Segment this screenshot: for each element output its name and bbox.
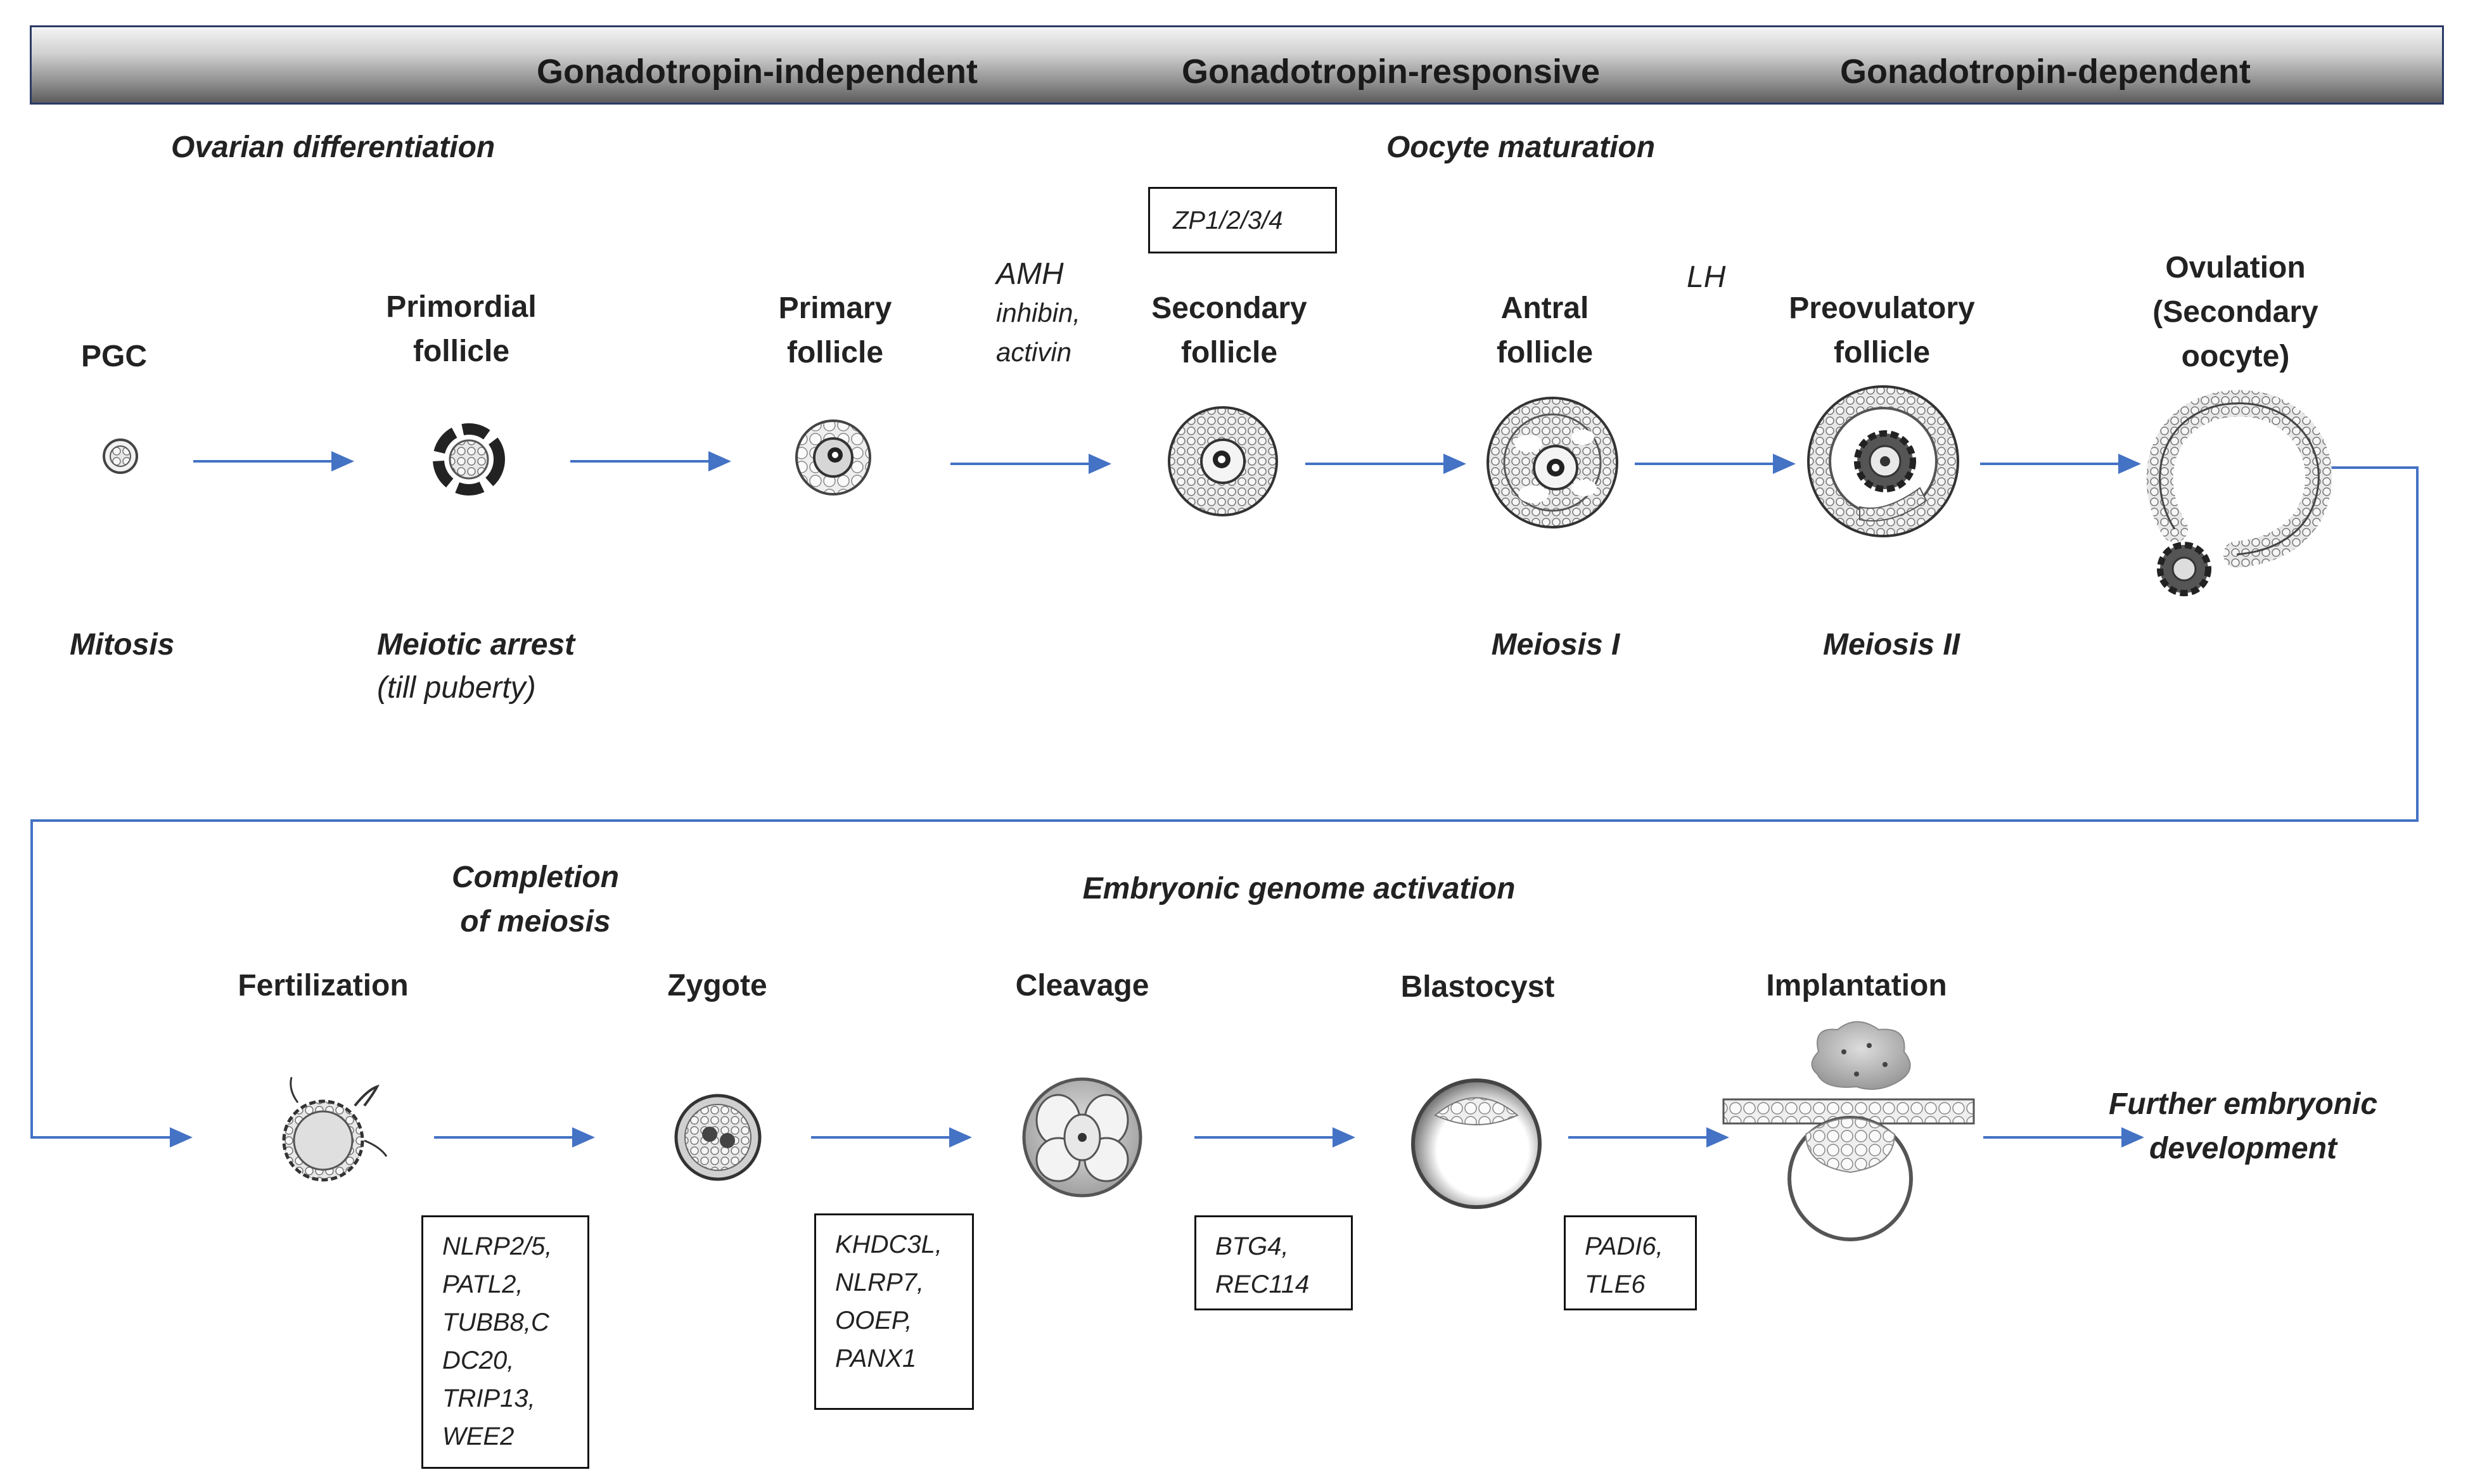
gene-trip13: TRIP13, xyxy=(442,1385,535,1412)
phase-label-independent: Gonadotropin-independent xyxy=(537,53,978,91)
stage-ovulation-line1: Ovulation xyxy=(2165,251,2306,285)
antral-follicle-image xyxy=(1487,397,1618,528)
pgc-cell-image xyxy=(103,438,138,474)
lh-label: LH xyxy=(1687,260,1726,294)
secondary-follicle-image xyxy=(1168,406,1278,516)
gene-rec114: REC114 xyxy=(1215,1270,1310,1298)
mitosis-label: Mitosis xyxy=(70,628,175,662)
gene-box-zygote: KHDC3L, NLRP7, OOEP, PANX1 xyxy=(814,1213,974,1410)
gene-padi6: PADI6, xyxy=(1585,1232,1663,1260)
gene-patl2: PATL2, xyxy=(442,1270,523,1298)
top-row-arrows xyxy=(193,451,2141,474)
stage-zygote-label: Zygote xyxy=(667,969,767,1002)
ovarian-differentiation-label: Ovarian differentiation xyxy=(171,131,496,164)
stage-implantation-label: Implantation xyxy=(1766,969,1947,1002)
primary-follicle-image xyxy=(795,419,871,496)
ovulation-image xyxy=(2146,390,2332,596)
gene-tle6: TLE6 xyxy=(1585,1270,1646,1298)
inhibin-label: inhibin, xyxy=(996,298,1081,328)
gene-nlrp25: NLRP2/5, xyxy=(442,1232,553,1260)
gene-cdc20: DC20, xyxy=(442,1346,515,1374)
stage-antral-line2: follicle xyxy=(1496,336,1594,369)
gene-box-zp: ZP1/2/3/4 xyxy=(1148,187,1337,253)
gene-ooep: OOEP, xyxy=(835,1307,912,1334)
stage-cleavage-label: Cleavage xyxy=(1015,969,1149,1002)
phase-header-bar xyxy=(30,25,2444,105)
gene-tubb8: TUBB8,C xyxy=(442,1308,549,1336)
further-development-label: Further embryonic development xyxy=(2109,1082,2377,1171)
gene-box-blastocyst: PADI6, TLE6 xyxy=(1564,1215,1697,1310)
activin-label: activin xyxy=(996,337,1072,367)
stage-secondary-line1: Secondary xyxy=(1151,291,1307,325)
completion-of-meiosis-label: Completion of meiosis xyxy=(452,855,619,944)
stage-preovulatory-line2: follicle xyxy=(1833,336,1931,369)
cleavage-image xyxy=(1022,1077,1142,1198)
stage-preovulatory-label: Preovulatory follicle xyxy=(1789,286,1974,375)
stage-preovulatory-line1: Preovulatory xyxy=(1789,291,1975,325)
stage-secondary-line2: follicle xyxy=(1180,336,1278,369)
embryonic-genome-activation-label: Embryonic genome activation xyxy=(1082,872,1516,905)
gene-box-zp-text: ZP1/2/3/4 xyxy=(1173,207,1283,234)
gene-nlrp7: NLRP7, xyxy=(835,1269,924,1296)
stage-primordial-line2: follicle xyxy=(412,335,510,368)
till-puberty-label: (till puberty) xyxy=(377,671,536,705)
stage-blastocyst-label: Blastocyst xyxy=(1400,970,1555,1004)
stage-ovulation-line3: oocyte) xyxy=(2181,340,2290,373)
stage-fertilization-label: Fertilization xyxy=(238,969,409,1002)
phase-label-responsive: Gonadotropin-responsive xyxy=(1181,53,1601,91)
phase-label-dependent: Gonadotropin-dependent xyxy=(1840,53,2251,91)
stage-antral-line1: Antral xyxy=(1500,291,1589,325)
blastocyst-image xyxy=(1411,1078,1542,1209)
further-line2: development xyxy=(2149,1132,2337,1165)
completion-line2: of meiosis xyxy=(460,905,611,938)
further-line1: Further embryonic xyxy=(2108,1087,2378,1121)
stage-ovulation-label: Ovulation (Secondary oocyte) xyxy=(2152,246,2318,379)
amh-label: AMH xyxy=(996,257,1064,291)
stage-primary-label: Primary follicle xyxy=(779,286,892,375)
implantation-image xyxy=(1722,1021,1975,1241)
primordial-follicle-image xyxy=(433,423,505,496)
oocyte-maturation-label: Oocyte maturation xyxy=(1386,131,1656,164)
gene-panx1: PANX1 xyxy=(835,1345,917,1372)
gene-khdc3l: KHDC3L, xyxy=(835,1231,942,1258)
meiosis-2-label: Meiosis II xyxy=(1822,628,1960,662)
row-connector-arrow xyxy=(30,466,2419,1148)
stage-primary-line1: Primary xyxy=(778,291,892,325)
zygote-image xyxy=(674,1094,762,1181)
stage-ovulation-line2: (Secondary xyxy=(2152,295,2318,329)
stage-secondary-label: Secondary follicle xyxy=(1151,286,1307,375)
preovulatory-follicle-image xyxy=(1807,385,1959,537)
gene-btg4: BTG4, xyxy=(1215,1232,1289,1260)
fertilization-image xyxy=(282,1077,388,1182)
stage-primordial-line1: Primordial xyxy=(386,290,537,324)
stage-primordial-label: Primordial follicle xyxy=(386,285,536,374)
gene-wee2: WEE2 xyxy=(442,1423,515,1450)
gene-box-fertilization: NLRP2/5, PATL2, TUBB8,C DC20, TRIP13, WE… xyxy=(421,1215,589,1469)
meiotic-arrest-label: Meiotic arrest xyxy=(377,628,575,662)
stage-antral-label: Antral follicle xyxy=(1497,286,1593,375)
gene-box-cleavage: BTG4, REC114 xyxy=(1194,1215,1353,1310)
meiosis-1-label: Meiosis I xyxy=(1491,628,1620,662)
stage-pgc-label: PGC xyxy=(80,340,148,373)
stage-primary-line2: follicle xyxy=(786,336,884,369)
completion-line1: Completion xyxy=(452,860,619,894)
